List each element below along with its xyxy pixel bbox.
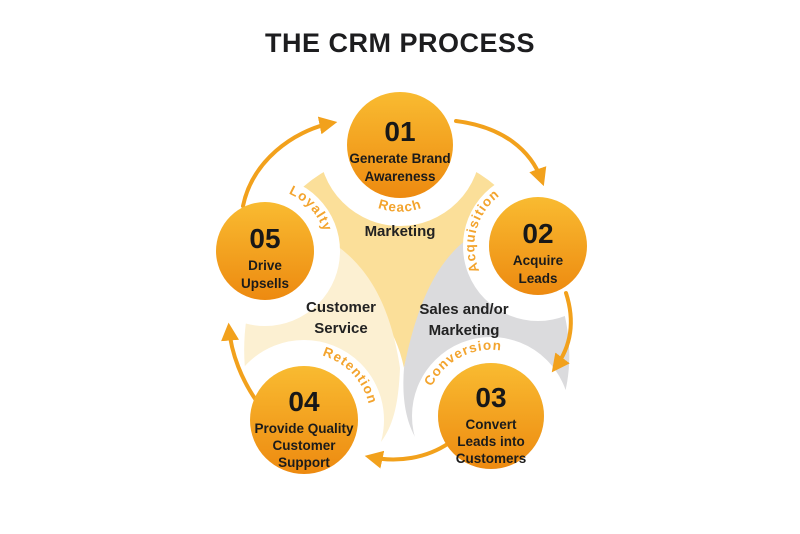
ring-gap-04 xyxy=(224,340,384,500)
node-01-label-line1: Generate Brand xyxy=(349,151,450,166)
arrow-03-to-04 xyxy=(364,441,451,469)
svg-text:Reach: Reach xyxy=(377,196,423,214)
node-03-label-line3: Customers xyxy=(456,451,527,466)
region-labels: Marketing Sales and/or Marketing Custome… xyxy=(306,223,509,339)
node-03-number: 03 xyxy=(475,382,506,413)
arrow-02-to-03 xyxy=(551,291,573,373)
node-05: 05 Drive Upsells xyxy=(216,202,314,300)
stage-label-reach: Reach xyxy=(377,196,422,214)
node-01: 01 Generate Brand Awareness xyxy=(347,92,453,198)
node-02-label-line1: Acquire xyxy=(513,253,564,268)
node-04-label-line1: Provide Quality xyxy=(254,421,354,436)
node-03: 03 Convert Leads into Customers xyxy=(438,363,544,469)
node-05-label-line1: Drive xyxy=(248,258,282,273)
ring-gap-03 xyxy=(412,337,570,495)
arrow-05-to-01 xyxy=(241,116,338,208)
node-04-label-line2: Customer xyxy=(272,438,336,453)
marketing-wedge xyxy=(266,150,534,368)
diagram-title: THE CRM PROCESS xyxy=(265,28,535,58)
node-02-circle xyxy=(489,197,587,295)
node-02-number: 02 xyxy=(522,218,553,249)
node-04: 04 Provide Quality Customer Support xyxy=(250,366,358,474)
arrow-01-to-02 xyxy=(454,119,547,187)
node-03-circle xyxy=(438,363,544,469)
node-02-label-line2: Leads xyxy=(518,271,557,286)
node-04-number: 04 xyxy=(288,386,320,417)
ring-gap-05 xyxy=(190,176,340,326)
node-03-label-line2: Leads into xyxy=(457,434,525,449)
node-04-circle xyxy=(250,366,358,474)
node-05-label-line2: Upsells xyxy=(241,276,289,291)
region-label-sales-line1: Sales and/or xyxy=(419,301,508,318)
region-label-sales-line2: Marketing xyxy=(429,322,500,339)
node-05-number: 05 xyxy=(249,223,280,254)
node-03-label-line1: Convert xyxy=(465,417,517,432)
node-01-circle xyxy=(347,92,453,198)
node-05-circle xyxy=(216,202,314,300)
node-04-label-line3: Support xyxy=(278,455,330,470)
node-01-label-line2: Awareness xyxy=(364,169,435,184)
node-01-number: 01 xyxy=(384,116,415,147)
ring-gap-01 xyxy=(319,64,481,226)
region-label-marketing: Marketing xyxy=(365,223,436,240)
region-label-service-line1: Customer xyxy=(306,299,376,316)
node-02: 02 Acquire Leads xyxy=(489,197,587,295)
region-label-service-line2: Service xyxy=(314,320,367,337)
